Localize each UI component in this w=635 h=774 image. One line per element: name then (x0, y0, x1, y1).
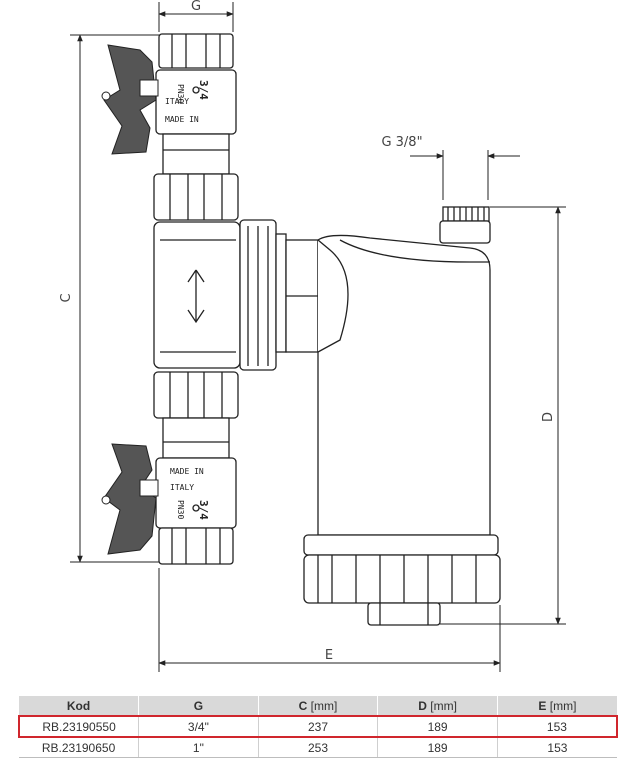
cell-kod: RB.23190650 (19, 737, 139, 758)
dimension-g-label: G (191, 0, 201, 14)
svg-text:ITALY: ITALY (170, 483, 194, 492)
svg-text:ITALY: ITALY (165, 97, 189, 106)
header-kod: Kod (19, 696, 139, 716)
dimensions-table-container: Kod G C [mm] D [mm] E [mm] RB.23190550 3… (18, 696, 618, 758)
cell-c: 237 (257, 715, 378, 738)
table-row: RB.23190650 1" 253 189 153 (19, 737, 617, 758)
dimensions-table: Kod G C [mm] D [mm] E [mm] RB.23190550 3… (18, 696, 618, 758)
svg-text:MADE IN: MADE IN (170, 467, 204, 476)
header-e: E [mm] (496, 696, 617, 716)
dimension-d-label: D (541, 412, 556, 422)
svg-text:PN30: PN30 (176, 500, 185, 519)
cell-e: 153 (496, 737, 617, 758)
svg-text:3/4: 3/4 (197, 80, 210, 100)
dimension-g-side-label: G 3/8" (381, 135, 422, 150)
dimension-e (158, 568, 501, 672)
cell-g: 1" (138, 737, 259, 758)
bottom-valve-markings: MADE IN ITALY PN30 3/4 (170, 467, 210, 520)
cell-e: 153 (496, 715, 618, 738)
svg-text:3/4: 3/4 (197, 500, 210, 520)
cell-c: 253 (257, 737, 378, 758)
dimension-e-label: E (325, 648, 333, 663)
dimension-c (70, 34, 160, 563)
pipe-assembly (153, 33, 241, 565)
cell-d: 189 (377, 715, 498, 738)
dimension-g-top (158, 2, 234, 32)
svg-text:PN30: PN30 (176, 84, 185, 103)
cell-g: 3/4" (138, 715, 259, 738)
technical-drawing: G C G 3/8" D E (59, 0, 566, 672)
dimension-c-label: C (59, 293, 74, 302)
dimension-g-side (410, 150, 520, 200)
top-valve-markings: PN30 3/4 ITALY MADE IN (165, 80, 210, 124)
header-c: C [mm] (257, 696, 378, 716)
cell-kod: RB.23190550 (18, 715, 139, 738)
header-g: G (138, 696, 259, 716)
filter-canister (239, 206, 501, 626)
table-header-row: Kod G C [mm] D [mm] E [mm] (19, 696, 617, 716)
svg-text:MADE IN: MADE IN (165, 115, 199, 124)
dimension-d (440, 206, 566, 625)
header-d: D [mm] (377, 696, 498, 716)
cell-d: 189 (377, 737, 498, 758)
bottom-valve-handle (101, 443, 159, 555)
top-valve-handle (101, 44, 159, 155)
table-row: RB.23190550 3/4" 237 189 153 (18, 715, 618, 738)
